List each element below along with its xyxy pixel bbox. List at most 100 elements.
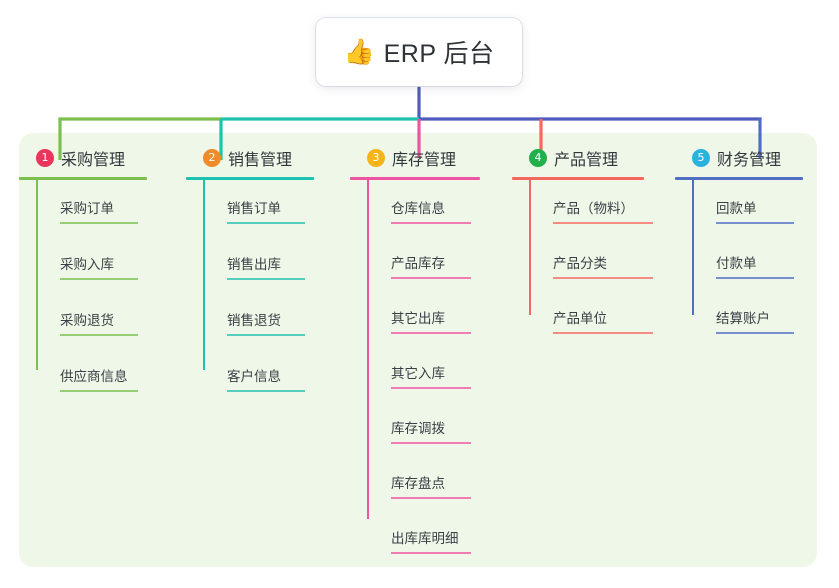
- branch-item[interactable]: 客户信息: [203, 348, 336, 404]
- branch-underline: [675, 177, 803, 180]
- branch-item[interactable]: 付款单: [692, 235, 823, 290]
- branch-underline: [350, 177, 480, 180]
- branch-item[interactable]: 出库库明细: [367, 510, 508, 565]
- branch-header-5[interactable]: 5 财务管理: [675, 145, 823, 171]
- branch-item-underline: [391, 332, 471, 334]
- branch-number-badge: 2: [203, 149, 221, 167]
- branch-item-underline: [227, 222, 305, 224]
- branch-underline: [19, 177, 147, 180]
- branch-item-label: 产品单位: [553, 311, 607, 326]
- branch-item[interactable]: 采购订单: [36, 180, 169, 236]
- branch-item-underline: [391, 497, 471, 499]
- branch-spine: [529, 180, 531, 315]
- branch-item-underline: [553, 222, 653, 224]
- branch-item-list: 采购订单采购入库采购退货供应商信息: [19, 180, 169, 404]
- branch-item-underline: [60, 222, 138, 224]
- branch-item-list: 仓库信息产品库存其它出库其它入库库存调拨库存盘点出库库明细: [350, 180, 508, 565]
- branch-item[interactable]: 采购入库: [36, 236, 169, 292]
- branch-number-badge: 4: [529, 149, 547, 167]
- branch-item[interactable]: 库存盘点: [367, 455, 508, 510]
- branch-item-label: 销售出库: [227, 257, 281, 272]
- branch-item-label: 付款单: [716, 256, 757, 271]
- branch-column-1: 1 采购管理采购订单采购入库采购退货供应商信息: [19, 145, 169, 404]
- branch-item-underline: [716, 222, 794, 224]
- root-node-title: ERP 后台: [383, 40, 495, 68]
- branch-title: 销售管理: [228, 152, 293, 169]
- branch-item-label: 采购订单: [60, 201, 114, 216]
- branch-item-underline: [391, 552, 471, 554]
- branch-column-5: 5 财务管理回款单付款单结算账户: [675, 145, 823, 345]
- branch-item[interactable]: 销售退货: [203, 292, 336, 348]
- branch-item-underline: [60, 334, 138, 336]
- branch-item-label: 产品分类: [553, 256, 607, 271]
- branch-item-underline: [391, 387, 471, 389]
- root-node-card[interactable]: 👍 ERP 后台: [316, 18, 522, 86]
- thumbs-up-icon: 👍: [343, 37, 375, 66]
- branch-item-underline: [391, 442, 471, 444]
- branch-header-1[interactable]: 1 采购管理: [19, 145, 169, 171]
- branch-spine: [692, 180, 694, 315]
- branch-item-label: 出库库明细: [391, 531, 459, 546]
- branch-item-label: 库存调拨: [391, 421, 445, 436]
- branch-item[interactable]: 其它出库: [367, 290, 508, 345]
- branch-item-label: 销售退货: [227, 313, 281, 328]
- branch-item-underline: [227, 278, 305, 280]
- branch-item[interactable]: 销售订单: [203, 180, 336, 236]
- branch-item-label: 供应商信息: [60, 369, 128, 384]
- branch-number-badge: 1: [36, 149, 54, 167]
- branch-item-underline: [553, 277, 653, 279]
- branch-item-underline: [391, 277, 471, 279]
- branch-item-label: 采购退货: [60, 313, 114, 328]
- branch-item-underline: [227, 390, 305, 392]
- branch-item[interactable]: 库存调拨: [367, 400, 508, 455]
- branch-item-underline: [391, 222, 471, 224]
- branch-item-label: 仓库信息: [391, 201, 445, 216]
- branch-underline: [186, 177, 314, 180]
- branch-item-label: 库存盘点: [391, 476, 445, 491]
- branch-item[interactable]: 产品库存: [367, 235, 508, 290]
- branch-title: 采购管理: [61, 152, 126, 169]
- branch-title: 财务管理: [717, 152, 782, 169]
- branch-item[interactable]: 销售出库: [203, 236, 336, 292]
- branch-item-list: 产品（物料） 产品分类产品单位: [512, 180, 672, 345]
- branch-item[interactable]: 产品单位: [529, 290, 672, 345]
- branch-item-label: 回款单: [716, 201, 757, 216]
- branch-item-underline: [553, 332, 653, 334]
- branch-item-label: 其它出库: [391, 311, 445, 326]
- branch-item-underline: [716, 332, 794, 334]
- branch-item-underline: [60, 278, 138, 280]
- branch-item-label: 产品库存: [391, 256, 445, 271]
- branch-spine: [367, 180, 369, 519]
- branch-spine: [203, 180, 205, 370]
- branch-item-underline: [227, 334, 305, 336]
- branch-item-underline: [60, 390, 138, 392]
- branch-item[interactable]: 结算账户: [692, 290, 823, 345]
- branch-column-4: 4 产品管理产品（物料） 产品分类产品单位: [512, 145, 672, 345]
- branch-item-label: 其它入库: [391, 366, 445, 381]
- branch-item-label: 客户信息: [227, 369, 281, 384]
- branch-item-label: 采购入库: [60, 257, 114, 272]
- branches-panel: [19, 133, 817, 567]
- branch-item[interactable]: 回款单: [692, 180, 823, 235]
- branch-item-label: 结算账户: [716, 311, 770, 326]
- branch-item[interactable]: 产品（物料）: [529, 180, 672, 235]
- branch-item-underline: [716, 277, 794, 279]
- branch-item-list: 回款单付款单结算账户: [675, 180, 823, 345]
- branch-item[interactable]: 产品分类: [529, 235, 672, 290]
- branch-item-list: 销售订单销售出库销售退货客户信息: [186, 180, 336, 404]
- branch-item[interactable]: 其它入库: [367, 345, 508, 400]
- branch-item-label: 销售订单: [227, 201, 281, 216]
- branch-spine: [36, 180, 38, 370]
- branch-title: 库存管理: [392, 152, 457, 169]
- branch-item[interactable]: 采购退货: [36, 292, 169, 348]
- branch-item[interactable]: 仓库信息: [367, 180, 508, 235]
- branch-header-2[interactable]: 2 销售管理: [186, 145, 336, 171]
- branch-item[interactable]: 供应商信息: [36, 348, 169, 404]
- branch-title: 产品管理: [554, 152, 619, 169]
- branch-underline: [512, 177, 644, 180]
- branch-column-2: 2 销售管理销售订单销售出库销售退货客户信息: [186, 145, 336, 404]
- branch-header-4[interactable]: 4 产品管理: [512, 145, 672, 171]
- branch-number-badge: 5: [692, 149, 710, 167]
